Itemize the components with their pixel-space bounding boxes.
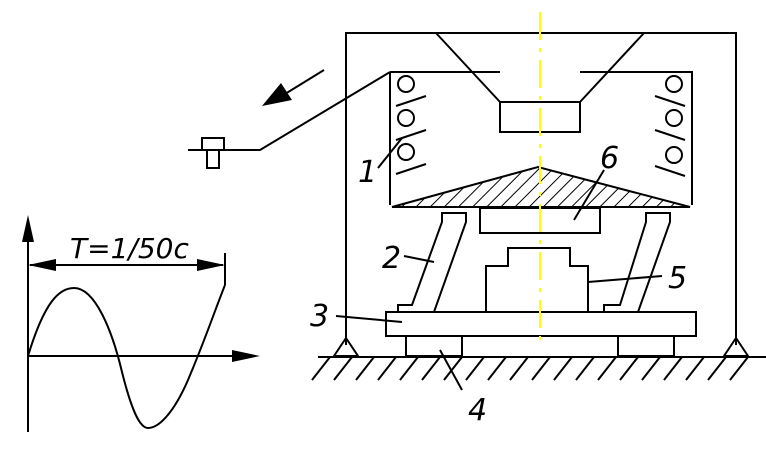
label-anvil: 6 — [600, 141, 619, 176]
label-plate-spring: 2 — [382, 241, 401, 276]
label-load: 5 — [668, 261, 687, 296]
plate-springs — [397, 212, 671, 313]
arrow-icon — [262, 69, 325, 106]
supports — [405, 335, 675, 357]
terminal-icon — [188, 71, 391, 169]
sine-wave — [27, 284, 226, 430]
period-label: T=1/50c — [70, 232, 189, 265]
graph-y-arrow-icon — [22, 215, 34, 242]
label-spring: 1 — [358, 155, 377, 190]
label-base-plate: 3 — [310, 299, 329, 334]
label-support: 4 — [468, 393, 487, 428]
load-block — [485, 247, 589, 313]
electromagnet-body — [389, 71, 693, 208]
period-left-arrow-icon — [28, 259, 56, 271]
ground — [311, 356, 766, 381]
period-right-arrow-icon — [197, 259, 225, 271]
sine-graph: T=1/50c — [22, 215, 260, 432]
graph-x-arrow-icon — [232, 350, 260, 362]
coil-windings — [395, 75, 686, 177]
leader-lines — [335, 137, 663, 391]
